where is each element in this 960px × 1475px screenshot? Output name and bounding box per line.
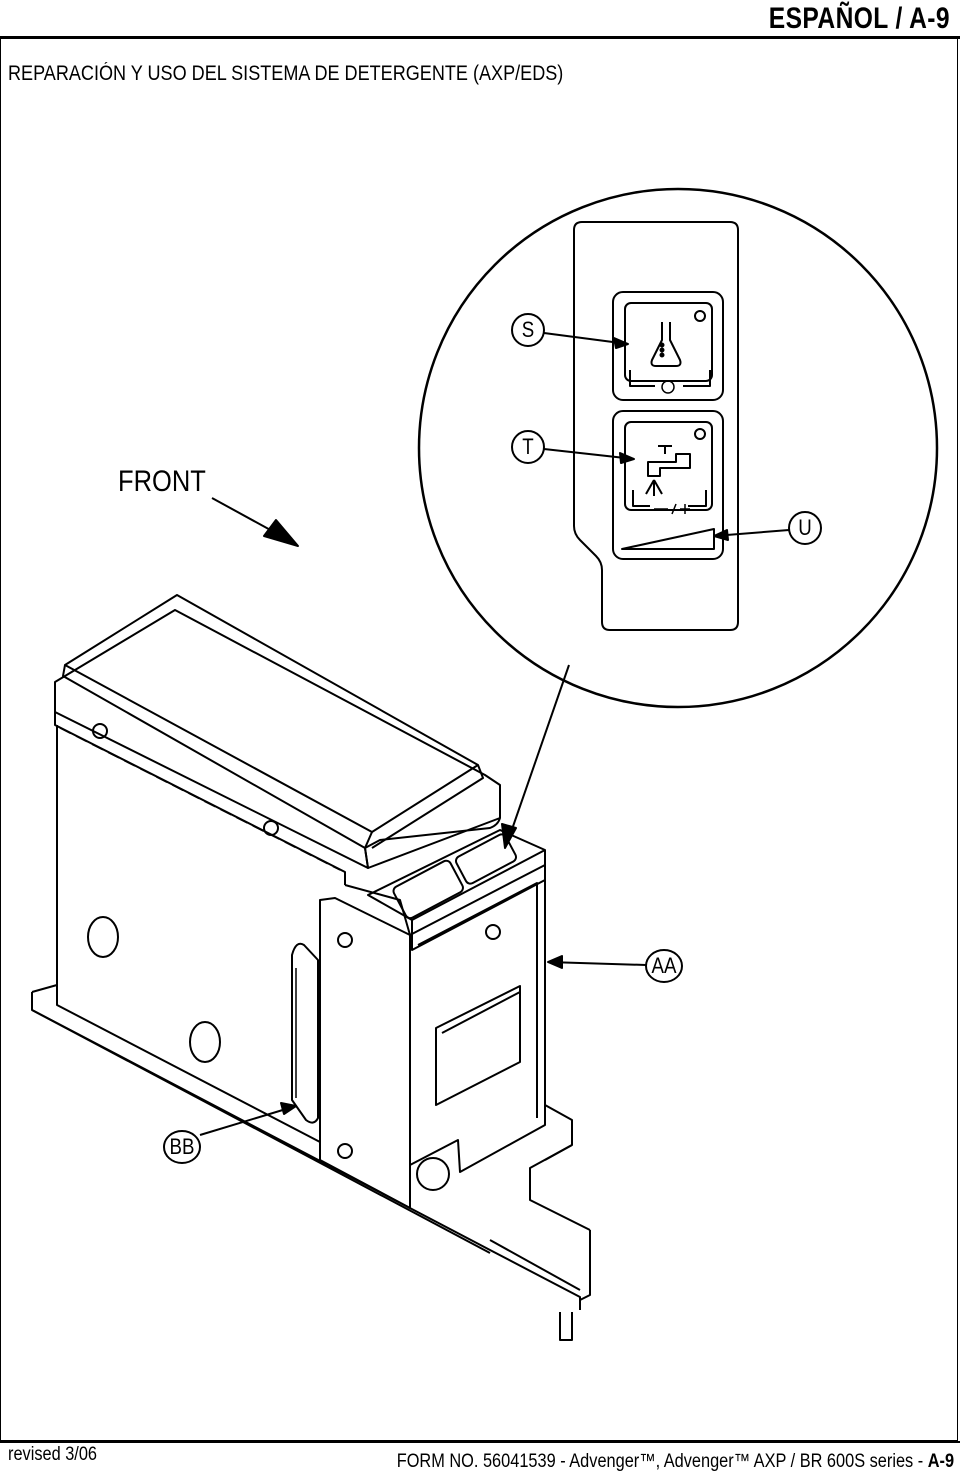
section-title: REPARACIÓN Y USO DEL SISTEMA DE DETERGEN… xyxy=(8,62,564,85)
flow-level-wedge xyxy=(621,528,715,550)
detergent-button xyxy=(624,302,713,382)
callout-aa-bubble xyxy=(645,949,683,983)
callout-t-bubble xyxy=(511,430,545,464)
panel-screw-1 xyxy=(337,932,353,948)
control-panel-plate xyxy=(573,221,739,631)
panel-hole xyxy=(416,1157,450,1191)
machine-lid xyxy=(54,594,501,869)
flow-indicator-light xyxy=(694,428,706,440)
callout-s-label: S xyxy=(521,317,535,342)
form-number: FORM NO. 56041539 - Advenger™, Advenger™… xyxy=(397,1451,954,1473)
flow-button-bracket xyxy=(632,490,707,507)
page-label: ESPAÑOL / A-9 xyxy=(768,2,950,35)
faucet-spray-icon xyxy=(645,445,691,496)
hinge-strip xyxy=(54,712,346,885)
revision-note: revised 3/06 xyxy=(8,1444,98,1465)
panel-screw-3 xyxy=(337,1143,353,1159)
callout-aa-label: AA xyxy=(651,953,677,978)
panel-label-recess xyxy=(435,985,521,1106)
power-symbol-icon xyxy=(661,380,675,394)
callout-s-bubble xyxy=(511,313,545,347)
base-tray xyxy=(31,984,591,1341)
page-frame xyxy=(0,39,958,1441)
callout-u-label: U xyxy=(798,515,812,540)
detergent-button-frame xyxy=(612,291,724,401)
callout-bb-bubble xyxy=(163,1130,201,1164)
detail-magnifier-circle xyxy=(417,187,939,709)
footer-rule xyxy=(0,1441,960,1443)
callout-t-leader xyxy=(543,448,635,460)
callout-aa-leader xyxy=(547,961,647,966)
front-arrow-head xyxy=(263,519,299,547)
detergent-indicator-light xyxy=(694,310,706,322)
magnifier-leader-line xyxy=(508,664,570,839)
body-hole-2 xyxy=(189,1021,221,1063)
control-box xyxy=(367,829,546,951)
header-rule xyxy=(0,36,960,39)
callout-bb-leader xyxy=(199,1105,297,1136)
panel-screw-2 xyxy=(485,924,501,940)
front-panel xyxy=(319,864,546,1209)
flow-button-frame xyxy=(612,410,724,560)
flow-button xyxy=(624,421,713,511)
callout-u-bubble xyxy=(788,511,822,545)
machine-body xyxy=(56,725,411,1143)
level-sight-tube xyxy=(291,942,319,1124)
form-text: FORM NO. 56041539 - Advenger™, Advenger™… xyxy=(396,1451,928,1472)
front-label: FRONT xyxy=(118,465,206,498)
body-hole-1 xyxy=(87,916,119,958)
callout-bb-label: BB xyxy=(169,1134,195,1159)
minus-plus-icon xyxy=(654,503,690,515)
hinge-screw-2 xyxy=(263,820,279,836)
footer-page-ref: A-9 xyxy=(927,1451,954,1472)
callout-t-label: T xyxy=(522,434,534,459)
detergent-button-bracket xyxy=(629,370,711,387)
hinge-screw-1 xyxy=(92,723,108,739)
detergent-flask-icon xyxy=(650,322,682,367)
